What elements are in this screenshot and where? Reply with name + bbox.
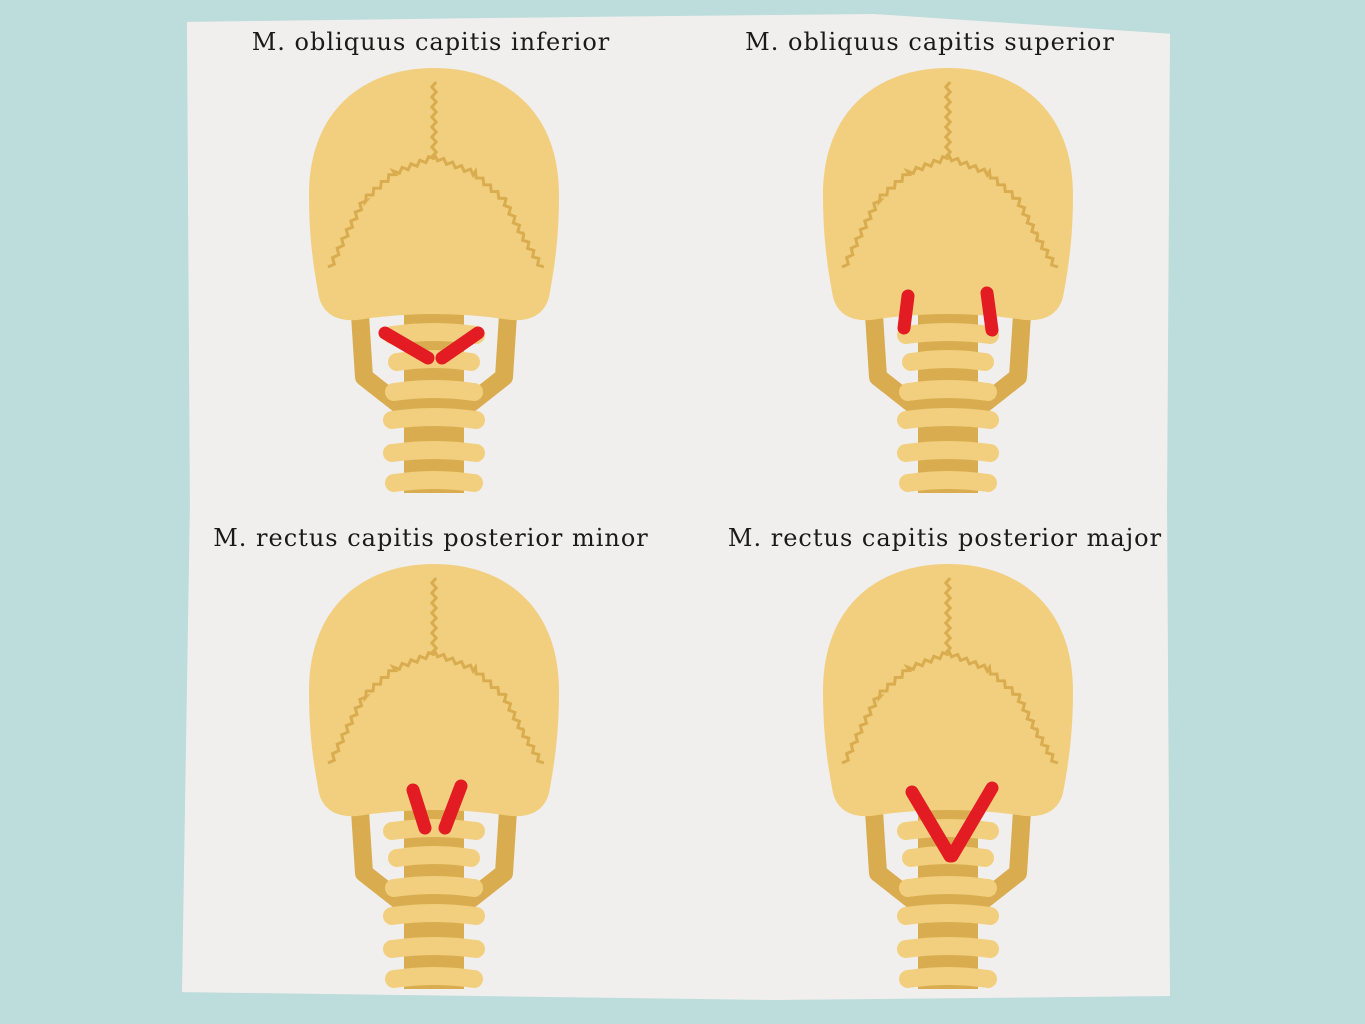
sagittal-suture <box>429 577 439 654</box>
panel-title-2: M. obliquus capitis superior <box>745 28 1115 56</box>
vertebra <box>383 904 485 925</box>
lambdoid-suture-left <box>327 650 436 765</box>
muscle-rectus-capitis-posterior-major-left <box>905 785 957 863</box>
muscle-obliquus-capitis-inferior-left <box>378 326 435 365</box>
skull-diagram-1 <box>309 68 559 493</box>
vertebra <box>897 323 999 344</box>
skull-diagram-3 <box>309 564 559 989</box>
sagittal-suture <box>943 81 953 158</box>
vertebra <box>388 846 480 867</box>
skull-diagram-2 <box>823 68 1073 493</box>
sagittal-suture <box>943 577 953 654</box>
vertebra <box>897 408 999 429</box>
skull-diagram-4 <box>823 564 1073 989</box>
muscle-rectus-capitis-posterior-minor-left <box>406 783 432 835</box>
muscle-obliquus-capitis-inferior-right <box>435 326 485 365</box>
muscle-rectus-capitis-posterior-minor-right <box>438 779 468 835</box>
vertebra <box>899 876 997 897</box>
panel-title-3: M. rectus capitis posterior minor <box>213 524 649 552</box>
vertebra <box>383 408 485 429</box>
vertebra <box>899 967 997 988</box>
vertebra <box>385 471 483 492</box>
lambdoid-suture-right <box>433 154 545 269</box>
vertebra <box>902 350 994 371</box>
vertebra <box>383 441 485 462</box>
vertebra <box>899 471 997 492</box>
cranium <box>823 68 1073 321</box>
vertebra <box>383 937 485 958</box>
cranium <box>309 68 559 321</box>
vertebra <box>383 819 485 840</box>
muscle-obliquus-capitis-superior-left <box>897 289 915 335</box>
muscle-obliquus-capitis-superior-right <box>980 286 999 337</box>
vertebra <box>897 904 999 925</box>
vertebra <box>385 967 483 988</box>
vertebra <box>385 380 483 401</box>
cranium <box>309 564 559 817</box>
vertebra <box>385 876 483 897</box>
vertebra <box>897 937 999 958</box>
vertebra <box>899 380 997 401</box>
panel-title-1: M. obliquus capitis inferior <box>251 28 611 56</box>
cranium <box>823 564 1073 817</box>
vertebra <box>897 819 999 840</box>
muscle-rectus-capitis-posterior-major-right <box>945 781 999 863</box>
lambdoid-suture-right <box>947 650 1059 765</box>
lambdoid-suture-left <box>841 154 950 269</box>
lambdoid-suture-right <box>947 154 1059 269</box>
vertebra <box>897 441 999 462</box>
lambdoid-suture-right <box>433 650 545 765</box>
panel-title-4: M. rectus capitis posterior major <box>727 524 1163 552</box>
sagittal-suture <box>429 81 439 158</box>
lambdoid-suture-left <box>841 650 950 765</box>
lambdoid-suture-left <box>327 154 436 269</box>
